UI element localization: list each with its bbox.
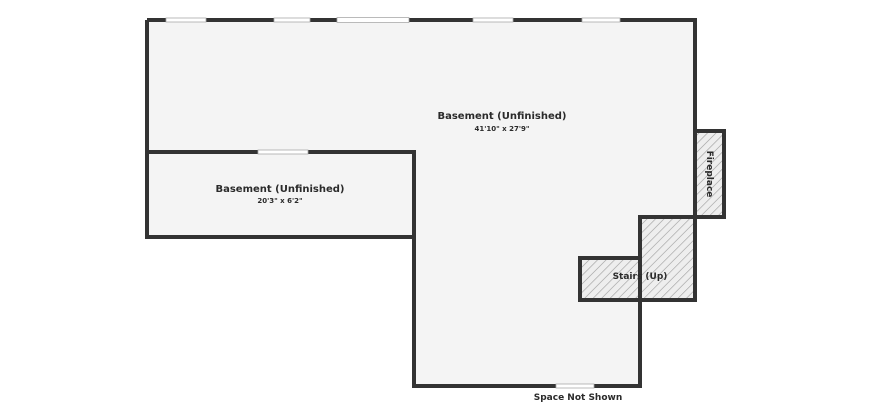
room-dimensions-main: 41'10" x 27'9" bbox=[474, 125, 529, 133]
window-top-4 bbox=[472, 17, 514, 23]
walls bbox=[145, 18, 726, 388]
room-dimensions-small: 20'3" x 6'2" bbox=[257, 197, 302, 205]
small-room-wall bbox=[147, 150, 416, 237]
window-top-2 bbox=[273, 17, 311, 23]
room-name-main: Basement (Unfinished) bbox=[437, 111, 566, 122]
stairs-wall bbox=[578, 217, 697, 302]
fireplace-label: Fireplace bbox=[704, 151, 714, 198]
window-top-1 bbox=[165, 17, 207, 23]
opening-small-room bbox=[257, 149, 309, 155]
windows bbox=[165, 17, 621, 389]
space-not-shown-label: Space Not Shown bbox=[534, 393, 623, 403]
outer-wall bbox=[145, 18, 697, 388]
main-basement-floor bbox=[147, 20, 695, 386]
window-top-3 bbox=[336, 17, 410, 23]
fireplace-area bbox=[695, 131, 724, 217]
fireplace-wall bbox=[695, 129, 726, 219]
stairs-label: Stairs (Up) bbox=[613, 272, 668, 282]
window-top-5 bbox=[581, 17, 621, 23]
opening-bottom bbox=[555, 383, 595, 389]
room-name-small: Basement (Unfinished) bbox=[215, 184, 344, 195]
